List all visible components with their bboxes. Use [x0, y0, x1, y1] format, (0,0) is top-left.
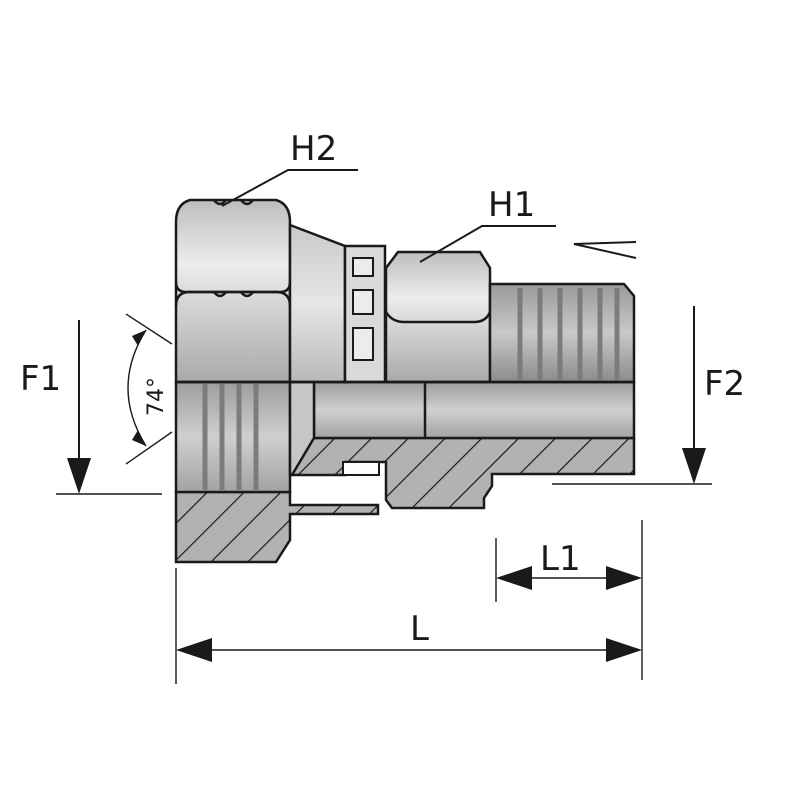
body-hex	[384, 250, 492, 384]
h2-label: H2	[290, 129, 337, 169]
female-thread-grooves	[202, 384, 259, 490]
f1-label: F1	[20, 359, 61, 399]
collar-window	[352, 327, 374, 361]
h2-leader	[221, 169, 358, 207]
male-thread-grooves	[517, 288, 620, 380]
h1-label: H1	[488, 185, 535, 225]
collar-window	[352, 257, 374, 277]
l1-label: L1	[540, 539, 581, 579]
collar-window	[352, 289, 374, 315]
angle-leg-bottom	[125, 431, 173, 465]
female-thread-bore	[174, 380, 292, 494]
f2-label: F2	[704, 364, 745, 404]
through-bore	[312, 380, 636, 440]
angle-leg-top	[125, 313, 173, 345]
l-label: L	[410, 609, 429, 649]
locking-slot	[342, 461, 380, 476]
nut-neck-cone	[288, 223, 347, 384]
nut-section	[174, 490, 380, 564]
section-view	[174, 380, 636, 564]
taper-symbol	[573, 241, 637, 259]
exterior-view	[174, 198, 637, 384]
angle-label: 74°	[144, 377, 169, 416]
h1-leader	[419, 225, 556, 263]
body-section	[288, 436, 636, 510]
dimension-annotations: H2 H1 F1 F2 74° L L1	[20, 129, 745, 684]
